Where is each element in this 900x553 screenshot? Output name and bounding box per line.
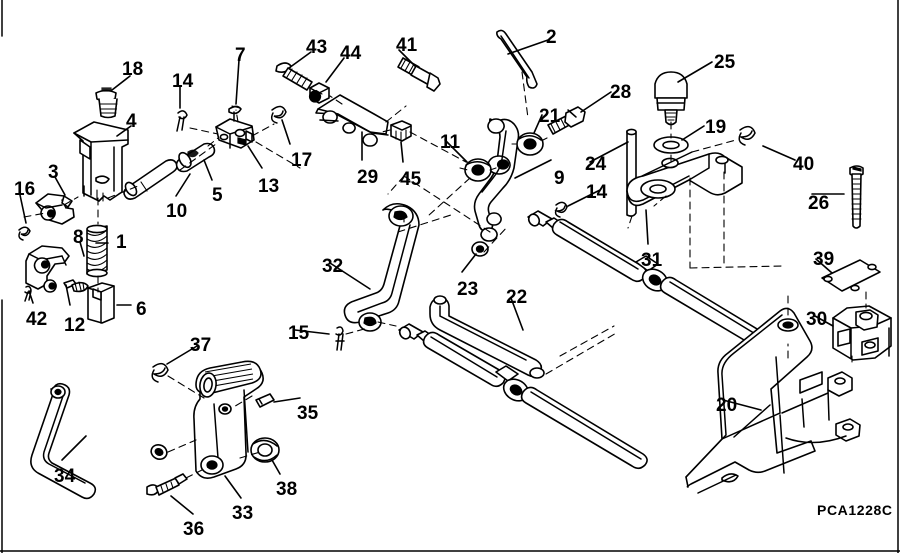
callout-6: 6: [136, 299, 147, 320]
part-26-long-screw: [849, 165, 864, 229]
part-9-shift-lever: [473, 118, 520, 242]
callout-10: 10: [166, 201, 188, 222]
callout-14: 14: [172, 71, 194, 92]
callout-4: 4: [126, 111, 137, 132]
assembly-dash-lines: [23, 71, 867, 479]
part-1-spring: [86, 224, 108, 278]
callout-19: 19: [705, 117, 727, 138]
callout-42: 42: [26, 309, 48, 330]
part-18-screw: [95, 87, 118, 119]
callout-26: 26: [808, 193, 830, 214]
callout-40: 40: [793, 154, 815, 175]
callout-21: 21: [539, 106, 561, 127]
callout-41: 41: [396, 35, 418, 56]
callout-11: 11: [440, 132, 461, 153]
callout-34: 34: [54, 466, 76, 487]
part-13-connector-block: [215, 118, 255, 149]
callout-17: 17: [291, 150, 313, 171]
callout-12: 12: [64, 315, 86, 336]
callout-3: 3: [48, 162, 59, 183]
callout-2: 2: [546, 27, 557, 48]
part-35-pin: [255, 393, 275, 408]
part-41-bolt: [397, 57, 441, 92]
part-31-arm-plate: [626, 151, 743, 207]
part-15-cotter-pin: [335, 326, 345, 351]
leader-lines: [19, 39, 845, 515]
callout-30: 30: [806, 309, 828, 330]
part-16-clip: [18, 226, 31, 241]
part-12-lever-arm: [25, 245, 70, 293]
cylinder-rod-upper: [527, 210, 787, 360]
diagram-watermark: PCA1228C: [817, 502, 893, 518]
part-40-clip: [738, 125, 756, 146]
part-45-spacer: [390, 120, 412, 142]
callout-20: 20: [716, 395, 738, 416]
callout-31: 31: [641, 250, 663, 271]
part-33-handle-body: [193, 360, 264, 479]
callout-15: 15: [288, 323, 310, 344]
callout-33: 33: [232, 503, 254, 524]
part-32-long-lever: [343, 202, 420, 332]
callout-39: 39: [813, 249, 835, 270]
callout-24: 24: [585, 154, 607, 175]
callout-13: 13: [258, 176, 280, 197]
part-22-bent-rod: [429, 295, 545, 379]
callout-43: 43: [306, 37, 328, 58]
part-14-clip-right: [554, 201, 568, 218]
callout-25: 25: [714, 52, 736, 73]
callout-7: 7: [235, 45, 246, 66]
callout-16: 16: [14, 179, 36, 200]
part-28-bolt: [547, 106, 586, 135]
part-36-screw: [146, 473, 188, 496]
part-25-knob: [654, 71, 688, 126]
part-29-link-plate: [315, 94, 389, 147]
callout-29: 29: [357, 167, 379, 188]
part-11-bushing: [464, 158, 492, 182]
callout-35: 35: [297, 403, 319, 424]
callout-38: 38: [276, 479, 298, 500]
part-6-block: [87, 282, 115, 324]
part-20-mounting-bracket: [685, 307, 861, 494]
part-5-bushing: [175, 142, 216, 173]
callout-18: 18: [122, 59, 144, 80]
part-14-clip-left: [176, 110, 188, 132]
part-30-clamp-block: [832, 305, 892, 361]
part-19-washer: [653, 136, 689, 154]
callout-1: 1: [116, 232, 127, 253]
callout-14-right: 14: [586, 182, 608, 203]
callout-44: 44: [340, 43, 362, 64]
callout-8: 8: [73, 227, 84, 248]
callout-28: 28: [610, 82, 632, 103]
part-4-housing: [73, 121, 129, 202]
part-37-eclip: [151, 362, 169, 383]
part-7-pin-screw: [228, 105, 242, 122]
part-43-screw: [275, 62, 313, 91]
callout-9: 9: [554, 168, 565, 189]
callout-5: 5: [212, 185, 223, 206]
callout-37: 37: [190, 335, 212, 356]
part-21-bushing-spacer: [516, 132, 544, 156]
part-10-rod-sleeve: [123, 159, 178, 200]
part-23-bushing: [471, 241, 489, 257]
callout-22: 22: [506, 287, 528, 308]
part-39-cover-plate: [821, 259, 881, 292]
cylinder-rod-lower: [398, 323, 648, 470]
part-17-eclip: [270, 105, 287, 124]
callout-23: 23: [457, 279, 479, 300]
part-2-bent-rod: [496, 29, 538, 89]
callout-36: 36: [183, 519, 205, 540]
part-38-washer: [250, 437, 280, 463]
part-34-handle-rod: [30, 382, 168, 500]
callout-45: 45: [400, 169, 422, 190]
callout-32: 32: [322, 256, 344, 277]
part-3-bracket: [35, 193, 75, 225]
